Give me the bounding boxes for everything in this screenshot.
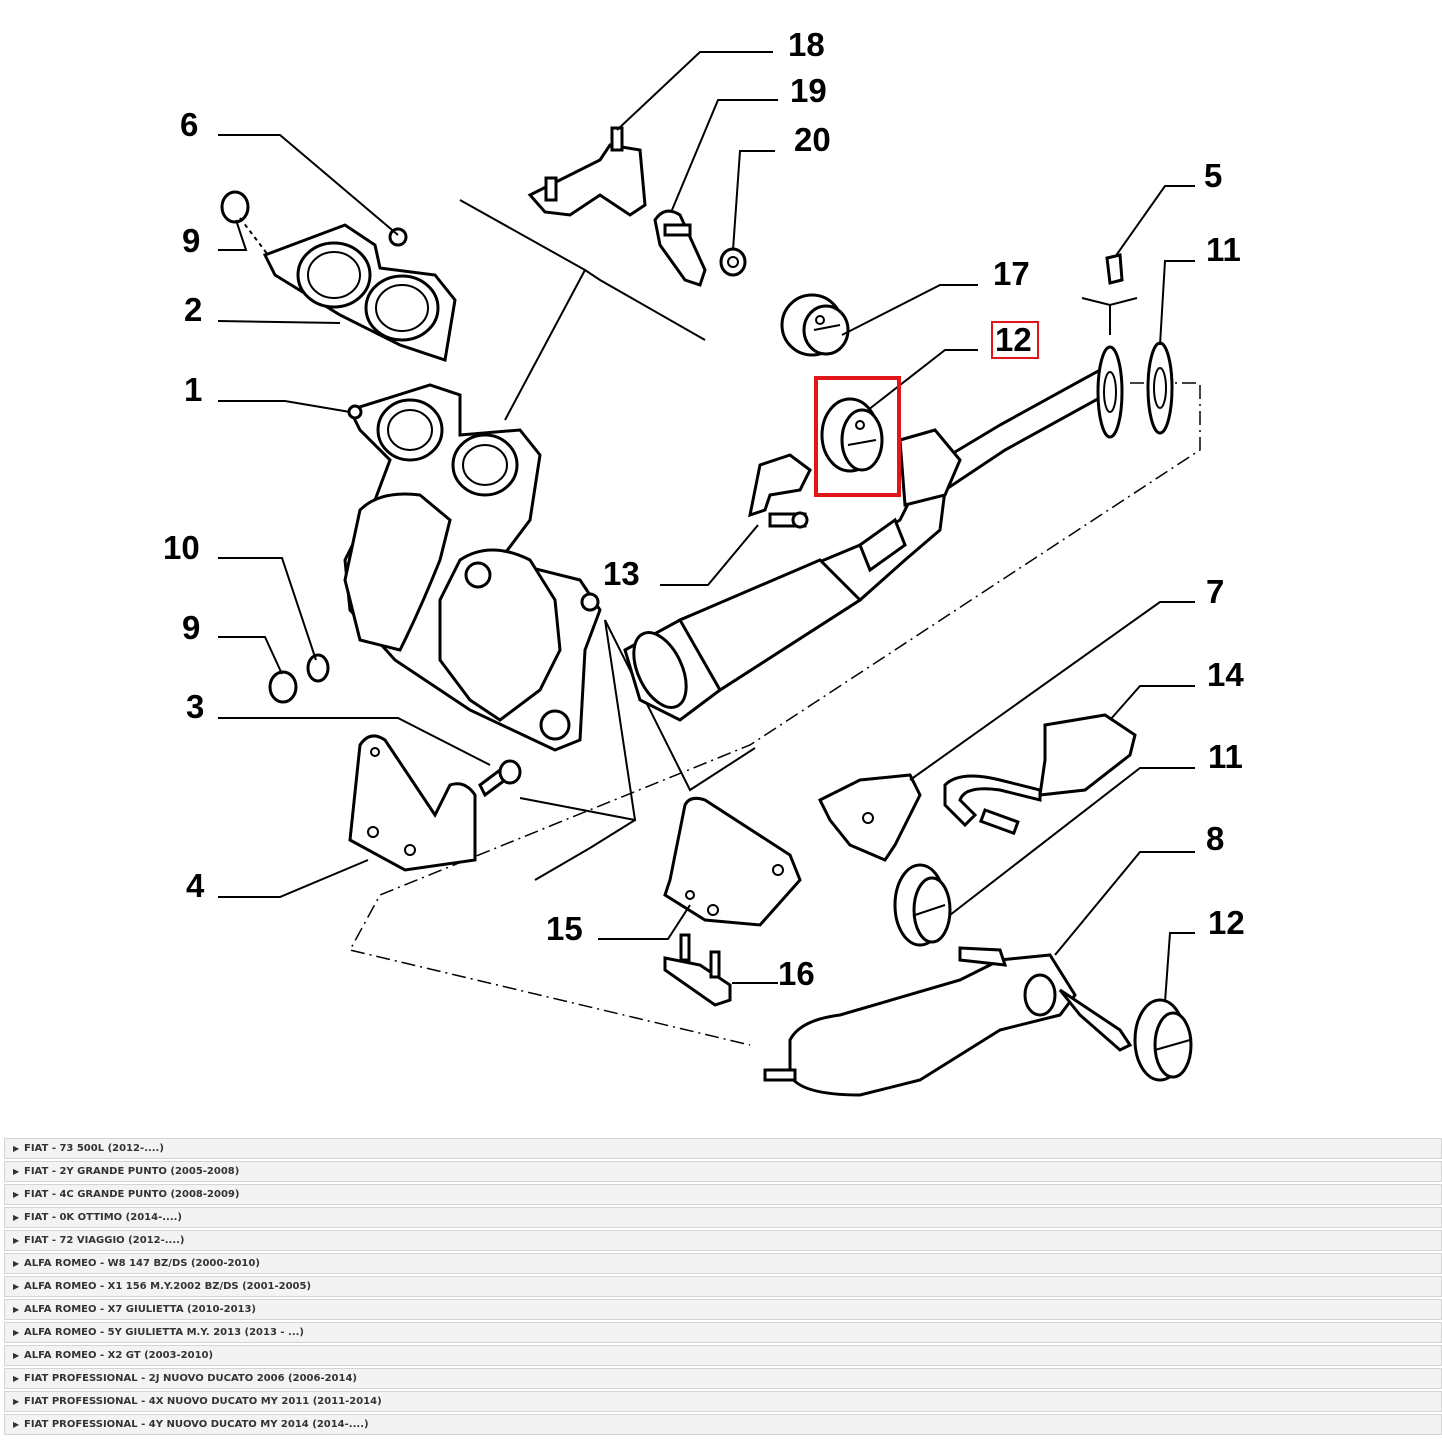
callout-18[interactable]: 18	[788, 26, 825, 63]
model-label: ALFA ROMEO - 5Y GIULIETTA M.Y. 2013 (201…	[24, 1327, 304, 1338]
part-18-bracket[interactable]	[527, 126, 647, 217]
model-row[interactable]: ▶ FIAT PROFESSIONAL - 4X NUOVO DUCATO MY …	[4, 1391, 1442, 1412]
part-14-bracket-pipe[interactable]	[943, 713, 1137, 836]
callout-10[interactable]: 10	[163, 529, 200, 566]
intermediate-pipe[interactable]	[623, 367, 1107, 722]
callout-6[interactable]: 6	[180, 106, 198, 143]
part-16-stud-plate[interactable]	[663, 933, 732, 1007]
callout-9-top[interactable]: 9	[182, 222, 200, 259]
model-row[interactable]: ▶ ALFA ROMEO - X2 GT (2003-2010)	[4, 1345, 1442, 1366]
callout-15[interactable]: 15	[546, 910, 583, 947]
model-label: ALFA ROMEO - W8 147 BZ/DS (2000-2010)	[24, 1258, 260, 1269]
expand-arrow-icon: ▶	[13, 1420, 20, 1429]
callout-16[interactable]: 16	[778, 955, 815, 992]
model-row[interactable]: ▶ ALFA ROMEO - 5Y GIULIETTA M.Y. 2013 (20…	[4, 1322, 1442, 1343]
model-row[interactable]: ▶ FIAT - 72 VIAGGIO (2012-....)	[4, 1230, 1442, 1251]
expand-arrow-icon: ▶	[13, 1305, 20, 1314]
model-label: ALFA ROMEO - X2 GT (2003-2010)	[24, 1350, 214, 1361]
expand-arrow-icon: ▶	[13, 1374, 20, 1383]
expand-arrow-icon: ▶	[13, 1397, 20, 1406]
callout-1[interactable]: 1	[184, 371, 202, 408]
model-label: FIAT PROFESSIONAL - 4X NUOVO DUCATO MY 2…	[24, 1396, 382, 1407]
model-label: FIAT - 4C GRANDE PUNTO (2008-2009)	[24, 1189, 240, 1200]
model-row[interactable]: ▶ ALFA ROMEO - X7 GIULIETTA (2010-2013)	[4, 1299, 1442, 1320]
part-9-cap-bottom[interactable]	[268, 670, 298, 704]
callout-4[interactable]: 4	[186, 867, 205, 904]
part-3-bolt[interactable]	[478, 759, 522, 798]
part-2-gasket[interactable]	[262, 223, 457, 362]
callout-14[interactable]: 14	[1207, 656, 1244, 693]
model-row[interactable]: ▶ ALFA ROMEO - W8 147 BZ/DS (2000-2010)	[4, 1253, 1442, 1274]
expand-arrow-icon: ▶	[13, 1328, 20, 1337]
expand-arrow-icon: ▶	[13, 1282, 20, 1291]
callout-5[interactable]: 5	[1204, 157, 1222, 194]
model-label: ALFA ROMEO - X7 GIULIETTA (2010-2013)	[24, 1304, 257, 1315]
part-10-ring[interactable]	[306, 653, 330, 683]
callout-11-bottom[interactable]: 11	[1208, 738, 1243, 775]
part-12-rubber-mount-bottom[interactable]	[1133, 998, 1193, 1082]
model-row[interactable]: ▶ FIAT - 0K OTTIMO (2014-....)	[4, 1207, 1442, 1228]
model-label: FIAT - 72 VIAGGIO (2012-....)	[24, 1235, 185, 1246]
expand-arrow-icon: ▶	[13, 1190, 20, 1199]
expand-arrow-icon: ▶	[13, 1167, 20, 1176]
expand-arrow-icon: ▶	[13, 1213, 20, 1222]
callout-19[interactable]: 19	[790, 72, 827, 109]
model-label: FIAT - 0K OTTIMO (2014-....)	[24, 1212, 182, 1223]
part-9-cap-top[interactable]	[220, 190, 269, 256]
callout-11-top[interactable]: 11	[1206, 231, 1241, 268]
callout-12-highlighted[interactable]: 12	[995, 321, 1032, 358]
callout-3[interactable]: 3	[186, 688, 204, 725]
expand-arrow-icon: ▶	[13, 1236, 20, 1245]
model-row[interactable]: ▶ FIAT PROFESSIONAL - 4Y NUOVO DUCATO MY …	[4, 1414, 1442, 1435]
model-label: FIAT - 73 500L (2012-....)	[24, 1143, 164, 1154]
part-11-rubber-mount-bottom[interactable]	[893, 863, 952, 947]
model-label: FIAT PROFESSIONAL - 2J NUOVO DUCATO 2006…	[24, 1373, 358, 1384]
model-label: ALFA ROMEO - X1 156 M.Y.2002 BZ/DS (2001…	[24, 1281, 312, 1292]
part-7-bracket[interactable]	[817, 773, 922, 862]
model-row[interactable]: ▶ FIAT PROFESSIONAL - 2J NUOVO DUCATO 200…	[4, 1368, 1442, 1389]
expand-arrow-icon: ▶	[13, 1144, 20, 1153]
callout-17[interactable]: 17	[993, 255, 1030, 292]
part-15-bracket[interactable]	[663, 796, 802, 927]
callout-9-bottom[interactable]: 9	[182, 609, 200, 646]
part-6-ring[interactable]	[388, 227, 408, 247]
expand-arrow-icon: ▶	[13, 1351, 20, 1360]
leader-lines	[217, 51, 1195, 1003]
part-13-hanger[interactable]	[748, 453, 812, 529]
part-20-nut[interactable]	[719, 247, 747, 277]
callout-12-highlight-frame	[991, 321, 1039, 359]
model-row[interactable]: ▶ FIAT - 4C GRANDE PUNTO (2008-2009)	[4, 1184, 1442, 1205]
part-12-rubber-mount[interactable]	[820, 397, 884, 473]
highlight-box	[814, 376, 901, 497]
part-8-catalytic-converter[interactable]	[763, 946, 1133, 1097]
part-17-rubber-mount[interactable]	[780, 293, 850, 357]
callout-7[interactable]: 7	[1206, 573, 1224, 610]
callout-8[interactable]: 8	[1206, 820, 1224, 857]
callout-12-bottom[interactable]: 12	[1208, 904, 1245, 941]
part-4-bracket[interactable]	[348, 734, 477, 872]
model-row[interactable]: ▶ FIAT - 2Y GRANDE PUNTO (2005-2008)	[4, 1161, 1442, 1182]
expand-arrow-icon: ▶	[13, 1259, 20, 1268]
part-1-exhaust-manifold[interactable]	[343, 383, 602, 752]
model-label: FIAT - 2Y GRANDE PUNTO (2005-2008)	[24, 1166, 240, 1177]
callout-20[interactable]: 20	[794, 121, 831, 158]
part-11-flange-gasket-top[interactable]	[1096, 341, 1174, 439]
model-row[interactable]: ▶ ALFA ROMEO - X1 156 M.Y.2002 BZ/DS (200…	[4, 1276, 1442, 1297]
part-19-bracket-bolt[interactable]	[653, 209, 707, 287]
exploded-parts-diagram: 1 2 3 4 5 6 7 8 9 9 10 11 11 12 12 13 14…	[163, 26, 1245, 1097]
model-applicability-list: ▶ FIAT - 73 500L (2012-....) ▶ FIAT - 2Y G…	[4, 1138, 1442, 1437]
part-5-nut[interactable]	[1105, 253, 1124, 285]
model-label: FIAT PROFESSIONAL - 4Y NUOVO DUCATO MY 2…	[24, 1419, 369, 1430]
callout-2[interactable]: 2	[184, 291, 202, 328]
model-row[interactable]: ▶ FIAT - 73 500L (2012-....)	[4, 1138, 1442, 1159]
callout-13[interactable]: 13	[603, 555, 640, 592]
